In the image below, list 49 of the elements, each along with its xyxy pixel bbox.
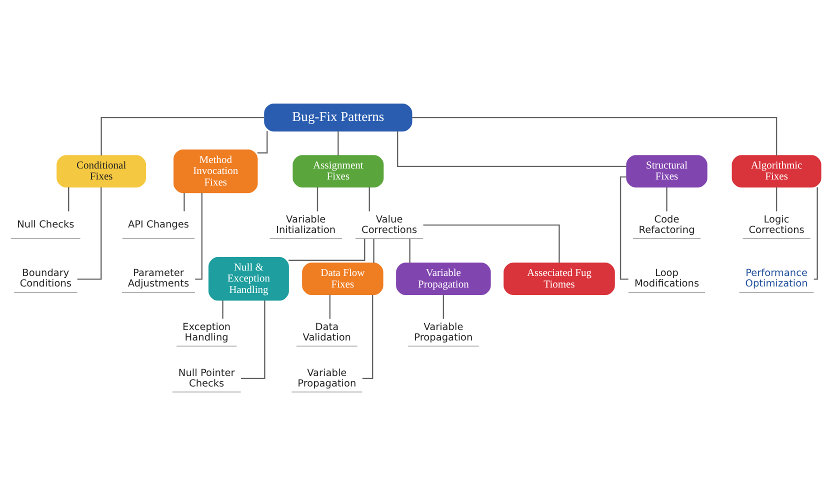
node-text: Variable Propagation xyxy=(298,367,356,389)
node-box: Data Flow Fixes xyxy=(302,262,384,294)
node-box: Structural Fixes xyxy=(626,154,708,187)
node-text: Null Pointer Checks xyxy=(178,367,235,389)
node-text: Performance Optimization xyxy=(745,268,808,290)
connector xyxy=(814,186,818,280)
connector xyxy=(409,238,410,262)
node-text: Logic Corrections xyxy=(748,214,804,236)
node-text: Variable Initialization xyxy=(276,214,336,236)
connector xyxy=(100,116,264,155)
connector xyxy=(368,186,370,211)
connector xyxy=(373,238,374,262)
connector xyxy=(412,116,778,155)
node-box: Conditional Fixes xyxy=(56,154,146,187)
connector xyxy=(77,186,102,280)
connector xyxy=(338,130,339,155)
node-text: Null Checks xyxy=(17,219,74,230)
connector xyxy=(329,294,330,318)
node-text: Code Refactoring xyxy=(638,214,695,236)
node-box: Bug-Fix Patterns xyxy=(264,103,412,131)
node-text: Variable Propagation xyxy=(414,321,473,343)
node-box: Algorithmic Fixes xyxy=(732,154,822,187)
node-text: Parameter Adjustments xyxy=(128,268,190,290)
node-text: Loop Modifications xyxy=(634,268,700,290)
connector xyxy=(396,130,626,167)
connector xyxy=(423,224,560,262)
node-box: Variable Propagation xyxy=(396,262,491,294)
node-text: Exception Handling xyxy=(182,321,231,343)
node-text: Data Validation xyxy=(302,321,352,343)
connector xyxy=(68,186,70,211)
node-text: Value Corrections xyxy=(362,214,418,236)
connector xyxy=(241,300,266,379)
node-text: Boundary Conditions xyxy=(20,268,72,290)
node-text: API Changes xyxy=(128,219,189,230)
connector xyxy=(288,238,366,260)
connector xyxy=(184,192,185,211)
connector xyxy=(776,186,778,211)
node-box: Assignment Fixes xyxy=(292,154,384,187)
connector xyxy=(195,192,202,280)
connector xyxy=(620,176,628,280)
connector xyxy=(666,186,668,211)
connector xyxy=(257,130,268,153)
connector xyxy=(222,300,224,318)
node-box: Null & Exception Handling xyxy=(208,256,289,300)
node-box: Method Invocation Fixes xyxy=(174,149,258,193)
connector xyxy=(316,186,318,211)
connector xyxy=(442,294,444,318)
connector xyxy=(362,294,374,379)
node-box: Asseciated Fug Tiomes xyxy=(504,262,615,294)
